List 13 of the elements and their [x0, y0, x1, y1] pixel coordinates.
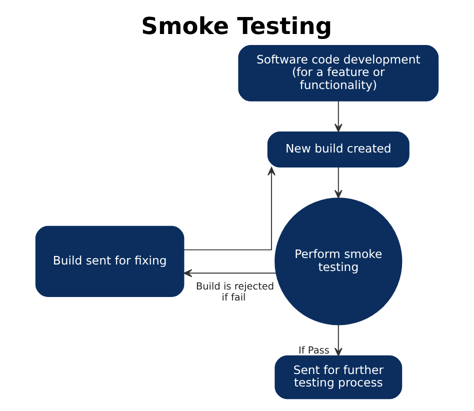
edge-label: If Pass [298, 345, 330, 356]
arrow [334, 324, 342, 356]
node-box: New build created [267, 132, 410, 168]
node-box: Sent for further testing process [274, 355, 402, 400]
arrow [184, 166, 276, 250]
arrow [334, 100, 342, 132]
arrow [334, 166, 342, 198]
node-circle: Perform smoke testing [274, 198, 402, 326]
arrow [184, 269, 277, 278]
node-box: Software code development (for a feature or functionality) [238, 44, 439, 102]
diagram-title: Smoke Testing [141, 12, 332, 40]
edge-label: Build is rejected if fail [196, 282, 274, 304]
node-box: Build sent for fixing [35, 226, 184, 297]
